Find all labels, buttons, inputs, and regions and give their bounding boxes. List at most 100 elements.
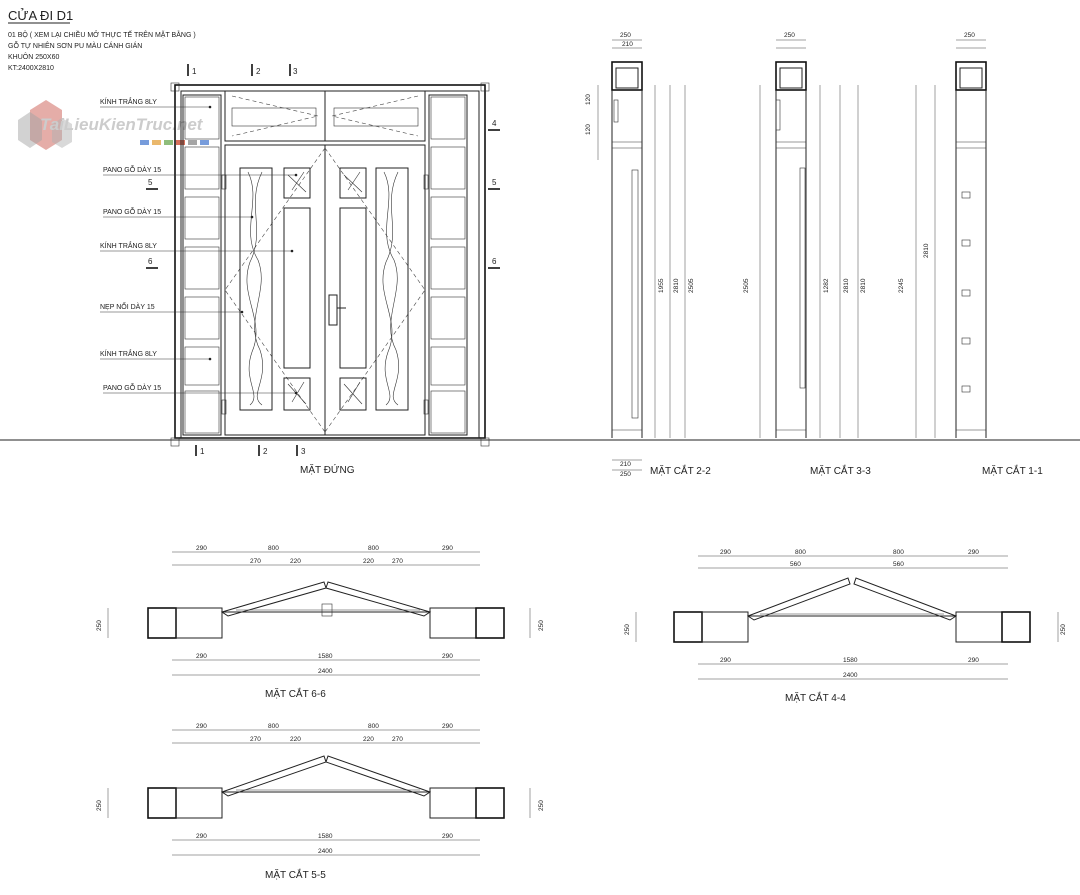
svg-text:5: 5 (492, 178, 497, 187)
spec-line-1: 01 BỘ ( XEM LẠI CHIỀU MỞ THỰC TẾ TRÊN MẶ… (8, 29, 196, 39)
svg-text:250: 250 (96, 800, 103, 811)
label-sec44: MẶT CẮT 4-4 (785, 691, 846, 704)
svg-text:2810: 2810 (923, 243, 930, 258)
svg-text:2810: 2810 (843, 278, 850, 293)
svg-text:2810: 2810 (673, 278, 680, 293)
svg-text:250: 250 (784, 32, 795, 39)
label-elevation: MẶT ĐỨNG (300, 463, 355, 476)
section-4-4: 800 800 290 290 560 560 1580 2400 290 29… (624, 549, 1067, 704)
note-6: KÍNH TRẮNG 8LY (100, 349, 157, 358)
svg-text:290: 290 (720, 657, 731, 664)
svg-text:6: 6 (148, 257, 153, 266)
svg-text:120: 120 (585, 124, 592, 135)
right-side-lites (430, 96, 466, 434)
svg-text:220: 220 (363, 736, 374, 743)
svg-text:270: 270 (250, 736, 261, 743)
svg-text:1282: 1282 (823, 278, 830, 293)
door-handle (328, 294, 338, 326)
svg-text:1: 1 (200, 447, 205, 456)
svg-text:290: 290 (442, 723, 453, 730)
svg-text:800: 800 (368, 723, 379, 730)
section-3-3: 250 2505 1282 2810 2810 MẶT CẮT 3-3 (743, 32, 871, 477)
svg-text:290: 290 (196, 833, 207, 840)
svg-text:2505: 2505 (688, 278, 695, 293)
svg-text:270: 270 (392, 558, 403, 565)
label-sec55: MẶT CẮT 5-5 (265, 868, 326, 881)
svg-text:250: 250 (538, 620, 545, 631)
section-markers: 1 2 3 1 2 3 4 5 6 5 6 (146, 64, 500, 456)
svg-text:120: 120 (585, 94, 592, 105)
right-decor-glass (375, 167, 409, 411)
svg-text:2810: 2810 (860, 278, 867, 293)
svg-text:270: 270 (392, 736, 403, 743)
svg-text:2245: 2245 (898, 278, 905, 293)
svg-text:1580: 1580 (843, 657, 858, 664)
svg-text:290: 290 (968, 549, 979, 556)
left-side-lites (184, 96, 220, 434)
svg-text:290: 290 (196, 545, 207, 552)
svg-text:220: 220 (363, 558, 374, 565)
svg-text:3: 3 (293, 67, 298, 76)
material-notes: KÍNH TRẮNG 8LY PANO GỖ DÀY 15 PANO GỖ DÀ… (100, 97, 298, 395)
section-2-2: 250 210 120 120 1955 2810 2505 210 250 M… (585, 32, 711, 478)
label-sec33: MẶT CẮT 3-3 (810, 464, 871, 477)
svg-text:250: 250 (624, 624, 631, 635)
svg-text:800: 800 (268, 545, 279, 552)
note-5: NẸP NỔI DÀY 15 (100, 302, 155, 311)
spec-line-3: KHUÔN 250X60 (8, 52, 59, 61)
svg-text:560: 560 (790, 561, 801, 568)
svg-text:2: 2 (263, 447, 268, 456)
watermark-logo: TaiLieuKienTruc.net (18, 100, 209, 150)
svg-text:290: 290 (442, 545, 453, 552)
svg-text:800: 800 (368, 545, 379, 552)
svg-text:560: 560 (893, 561, 904, 568)
note-3: PANO GỖ DÀY 15 (103, 207, 161, 216)
note-2: PANO GỖ DÀY 15 (103, 165, 161, 174)
svg-text:2: 2 (256, 67, 261, 76)
svg-text:210: 210 (622, 41, 633, 48)
svg-text:250: 250 (1060, 624, 1067, 635)
svg-text:290: 290 (442, 653, 453, 660)
svg-text:290: 290 (968, 657, 979, 664)
svg-text:1: 1 (192, 67, 197, 76)
svg-text:4: 4 (492, 119, 497, 128)
svg-text:220: 220 (290, 558, 301, 565)
svg-text:800: 800 (268, 723, 279, 730)
spec-line-2: GỖ TỰ NHIÊN SƠN PU MÀU CÁNH GIÁN (8, 41, 142, 50)
svg-text:220: 220 (290, 736, 301, 743)
inner-frame (180, 90, 480, 439)
svg-text:250: 250 (96, 620, 103, 631)
section-1-1: 250 2245 2810 MẶT CẮT 1-1 (898, 32, 1043, 477)
note-7: PANO GỖ DÀY 15 (103, 383, 161, 392)
svg-text:290: 290 (442, 833, 453, 840)
section-6-6: 800 800 290 290 270 220 220 270 1580 240… (96, 545, 545, 700)
svg-text:250: 250 (964, 32, 975, 39)
svg-text:1580: 1580 (318, 833, 333, 840)
note-4: KÍNH TRẮNG 8LY (100, 241, 157, 250)
svg-text:2505: 2505 (743, 278, 750, 293)
svg-text:2400: 2400 (318, 848, 333, 855)
svg-text:2400: 2400 (843, 672, 858, 679)
svg-text:290: 290 (196, 653, 207, 660)
watermark-text: TaiLieuKienTruc.net (40, 115, 204, 134)
svg-text:800: 800 (893, 549, 904, 556)
svg-text:290: 290 (196, 723, 207, 730)
svg-text:6: 6 (492, 257, 497, 266)
section-5-5: 800 800 290 290 270 220 220 270 1580 240… (96, 723, 545, 881)
svg-text:1580: 1580 (318, 653, 333, 660)
label-sec22: MẶT CẮT 2-2 (650, 464, 711, 477)
svg-text:270: 270 (250, 558, 261, 565)
svg-text:5: 5 (148, 178, 153, 187)
left-decor-glass (239, 167, 273, 411)
svg-text:3: 3 (301, 447, 306, 456)
spec-line-4: KT:2400X2810 (8, 65, 54, 72)
label-sec66: MẶT CẮT 6-6 (265, 687, 326, 700)
elevation-view: 1 2 3 1 2 3 4 5 6 5 6 KÍNH TRẮNG 8LY PAN… (100, 64, 500, 476)
drawing-title: CỬA ĐI D1 (8, 8, 73, 23)
svg-text:210: 210 (620, 461, 631, 468)
svg-text:250: 250 (620, 471, 631, 478)
svg-text:290: 290 (720, 549, 731, 556)
svg-text:250: 250 (538, 800, 545, 811)
